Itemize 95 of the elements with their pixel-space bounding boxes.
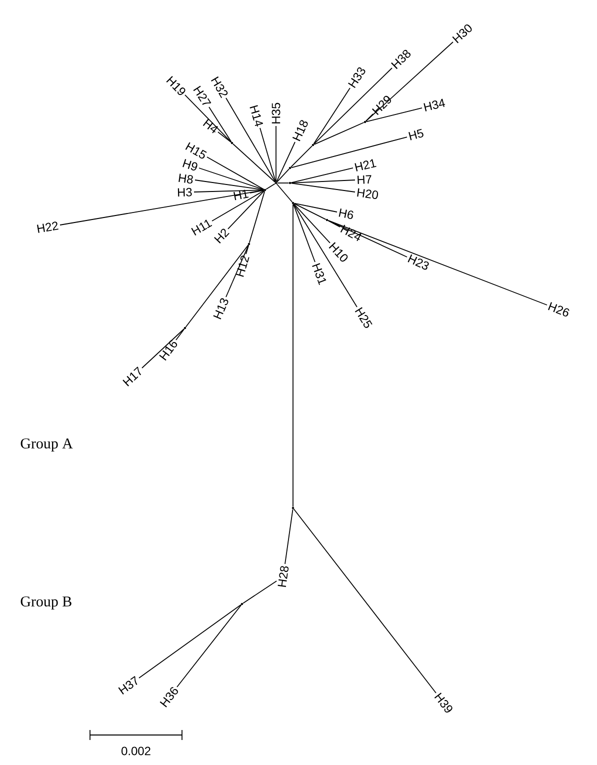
tree-branch [276,182,290,184]
tree-branch [290,136,408,168]
tree-branch [313,88,350,144]
leaf-label: H22 [37,222,58,233]
leaf-label: H7 [358,175,372,184]
tree-branch [293,508,436,694]
tree-branch [185,244,249,328]
branch-junction [364,120,366,124]
leaf-label: H39 [434,692,452,712]
tree-branch [328,220,340,228]
group-label: Group A [20,438,73,452]
tree-branch [293,204,316,262]
tree-branch [290,145,313,168]
branch-junction [248,242,250,246]
leaf-label: H20 [357,188,378,199]
tree-branch [176,328,185,340]
tree-branch [293,204,358,308]
branch-junction [312,144,314,146]
leaf-label: H21 [354,159,376,172]
tree-branch [176,604,242,688]
tree-branch [290,180,356,184]
tree-branch [365,114,374,122]
tree-branch [293,204,330,244]
tree-branch [276,184,293,202]
tree-branch [276,142,296,182]
tree-branch [218,132,232,143]
leaf-label: H13 [213,298,228,320]
tree-branch [228,190,265,230]
branch-junction [288,182,292,184]
tree-branch [290,168,354,184]
branch-junction [184,326,186,330]
tree-branch [313,68,392,145]
leaf-label: H37 [118,676,138,695]
tree-branch [208,106,232,142]
tree-branch [366,108,422,122]
tree-branch [266,183,276,190]
leaf-label: H9 [182,159,198,171]
tree-branch [194,180,264,190]
branch-junction [292,202,294,204]
tree-branch [184,94,232,143]
tree-branch [138,604,242,678]
leaf-label: H17 [122,366,142,386]
leaf-label: H6 [338,208,354,219]
branch-junction [230,142,234,144]
tree-branch [328,220,548,306]
leaf-label: H38 [391,50,411,70]
scale-label: 0.002 [122,746,150,756]
leaf-label: H23 [408,254,429,270]
leaf-label: H28 [278,566,289,587]
tree-branch [314,122,364,145]
leaf-label: H34 [424,98,446,112]
branch-junction [274,182,278,184]
tree-branch [366,42,454,122]
leaf-label: H14 [250,105,264,127]
tree-branch [294,202,338,212]
leaf-label: H10 [328,242,348,262]
leaf-label: H4 [202,118,218,134]
tree-branch [246,244,250,254]
tree-branch [276,168,290,182]
leaf-label: H11 [191,220,212,236]
leaf-label: H27 [193,86,212,105]
branch-junction [292,506,294,510]
tree-branch [294,203,326,220]
leaf-label: H5 [408,128,424,140]
leaf-label: H29 [372,96,391,115]
leaf-label: H15 [185,142,207,159]
leaf-label: H3 [178,188,192,197]
tree-branch [212,190,264,222]
tree-branch [198,168,264,190]
group-label: Group B [20,596,72,610]
leaf-label: H18 [292,120,308,142]
tree-branch [142,328,184,368]
tree-branch [226,98,276,182]
leaf-label: H19 [166,76,186,96]
tree-branch [284,508,294,564]
leaf-label: H8 [178,174,193,184]
leaf-label: H35 [272,102,280,124]
leaf-label: H30 [452,24,472,44]
leaf-label: H12 [236,256,250,277]
branch-junction [326,218,328,222]
leaf-label: H31 [312,263,326,286]
branch-junction [288,166,292,170]
branch-junction [264,188,266,192]
tree-branch [232,143,276,183]
tree-branch [226,244,249,298]
tree-branch [260,128,276,182]
tree-branch [290,182,356,192]
tree-branch [60,190,264,226]
tree-branch [242,580,278,604]
tree-branch [248,190,266,244]
tree-branch [206,156,264,190]
leaf-label: H26 [548,302,570,317]
tree-branch [292,204,294,508]
branch-junction [240,602,244,606]
leaf-label: H2 [214,228,230,244]
